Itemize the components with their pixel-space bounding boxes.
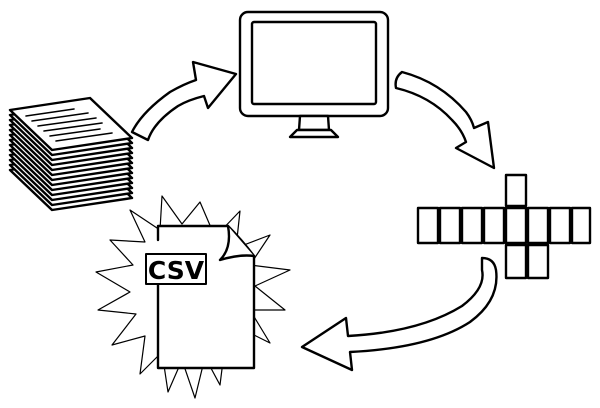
csv-label: CSV bbox=[148, 256, 205, 285]
arrow-to-grid bbox=[394, 70, 496, 170]
monitor-icon bbox=[238, 10, 390, 139]
arrow-to-computer bbox=[130, 60, 238, 142]
csv-file-icon bbox=[145, 224, 256, 370]
paper-stack-icon bbox=[8, 96, 134, 212]
arrow-to-csv bbox=[300, 256, 498, 372]
grid-cells-icon bbox=[416, 173, 592, 280]
